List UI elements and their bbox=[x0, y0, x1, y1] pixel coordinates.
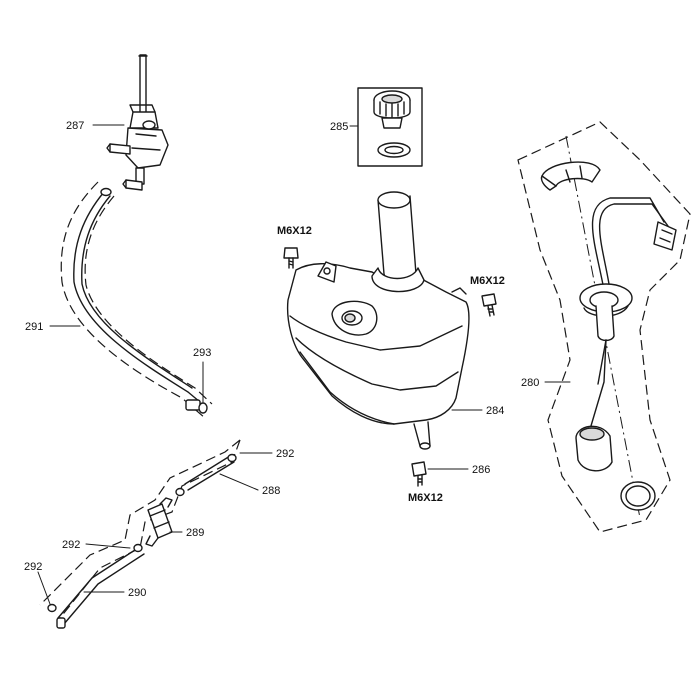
callout-293: 293 bbox=[193, 347, 211, 403]
callout-292-left: 292 bbox=[24, 561, 51, 605]
part-number-284: 284 bbox=[486, 405, 504, 417]
fuel-tank-part-284 bbox=[286, 191, 470, 450]
callout-292-top: 292 bbox=[239, 448, 294, 460]
part-number-290: 290 bbox=[128, 587, 146, 599]
fuel-cap-part-285 bbox=[357, 87, 423, 167]
part-number-289: 289 bbox=[186, 527, 204, 539]
callout-292-mid: 292 bbox=[62, 539, 131, 551]
bolt-spec-label-c: M6X12 bbox=[408, 492, 443, 504]
bolt-upper-left bbox=[283, 247, 299, 269]
bolt-spec-label-b: M6X12 bbox=[470, 275, 505, 287]
part-number-280: 280 bbox=[521, 377, 539, 389]
part-number-287: 287 bbox=[66, 120, 84, 132]
part-number-291: 291 bbox=[25, 321, 43, 333]
callout-289: 289 bbox=[169, 527, 204, 539]
bolt-spec-label-a: M6X12 bbox=[277, 225, 312, 237]
part-number-293: 293 bbox=[193, 347, 211, 359]
callout-284: 284 bbox=[451, 405, 504, 417]
bolt-286 bbox=[411, 461, 427, 487]
callout-286: 286 bbox=[427, 464, 490, 476]
callout-288: 288 bbox=[219, 473, 280, 497]
bolt-right bbox=[481, 293, 497, 317]
callout-290: 290 bbox=[83, 587, 146, 599]
callout-285: 285 bbox=[330, 121, 359, 133]
hose-and-filter-assembly bbox=[39, 439, 241, 629]
part-number-292-left: 292 bbox=[24, 561, 42, 573]
fuel-sender-part-280 bbox=[517, 121, 691, 533]
callout-287: 287 bbox=[66, 120, 125, 132]
fuel-cock-part-287 bbox=[106, 54, 169, 191]
part-number-286: 286 bbox=[472, 464, 490, 476]
part-number-292-mid: 292 bbox=[62, 539, 80, 551]
part-number-285: 285 bbox=[330, 121, 348, 133]
fuel-hose-part-291 bbox=[60, 181, 213, 419]
part-number-288: 288 bbox=[262, 485, 280, 497]
part-number-292-top: 292 bbox=[276, 448, 294, 460]
callout-291: 291 bbox=[25, 321, 81, 333]
callout-280: 280 bbox=[521, 377, 571, 389]
